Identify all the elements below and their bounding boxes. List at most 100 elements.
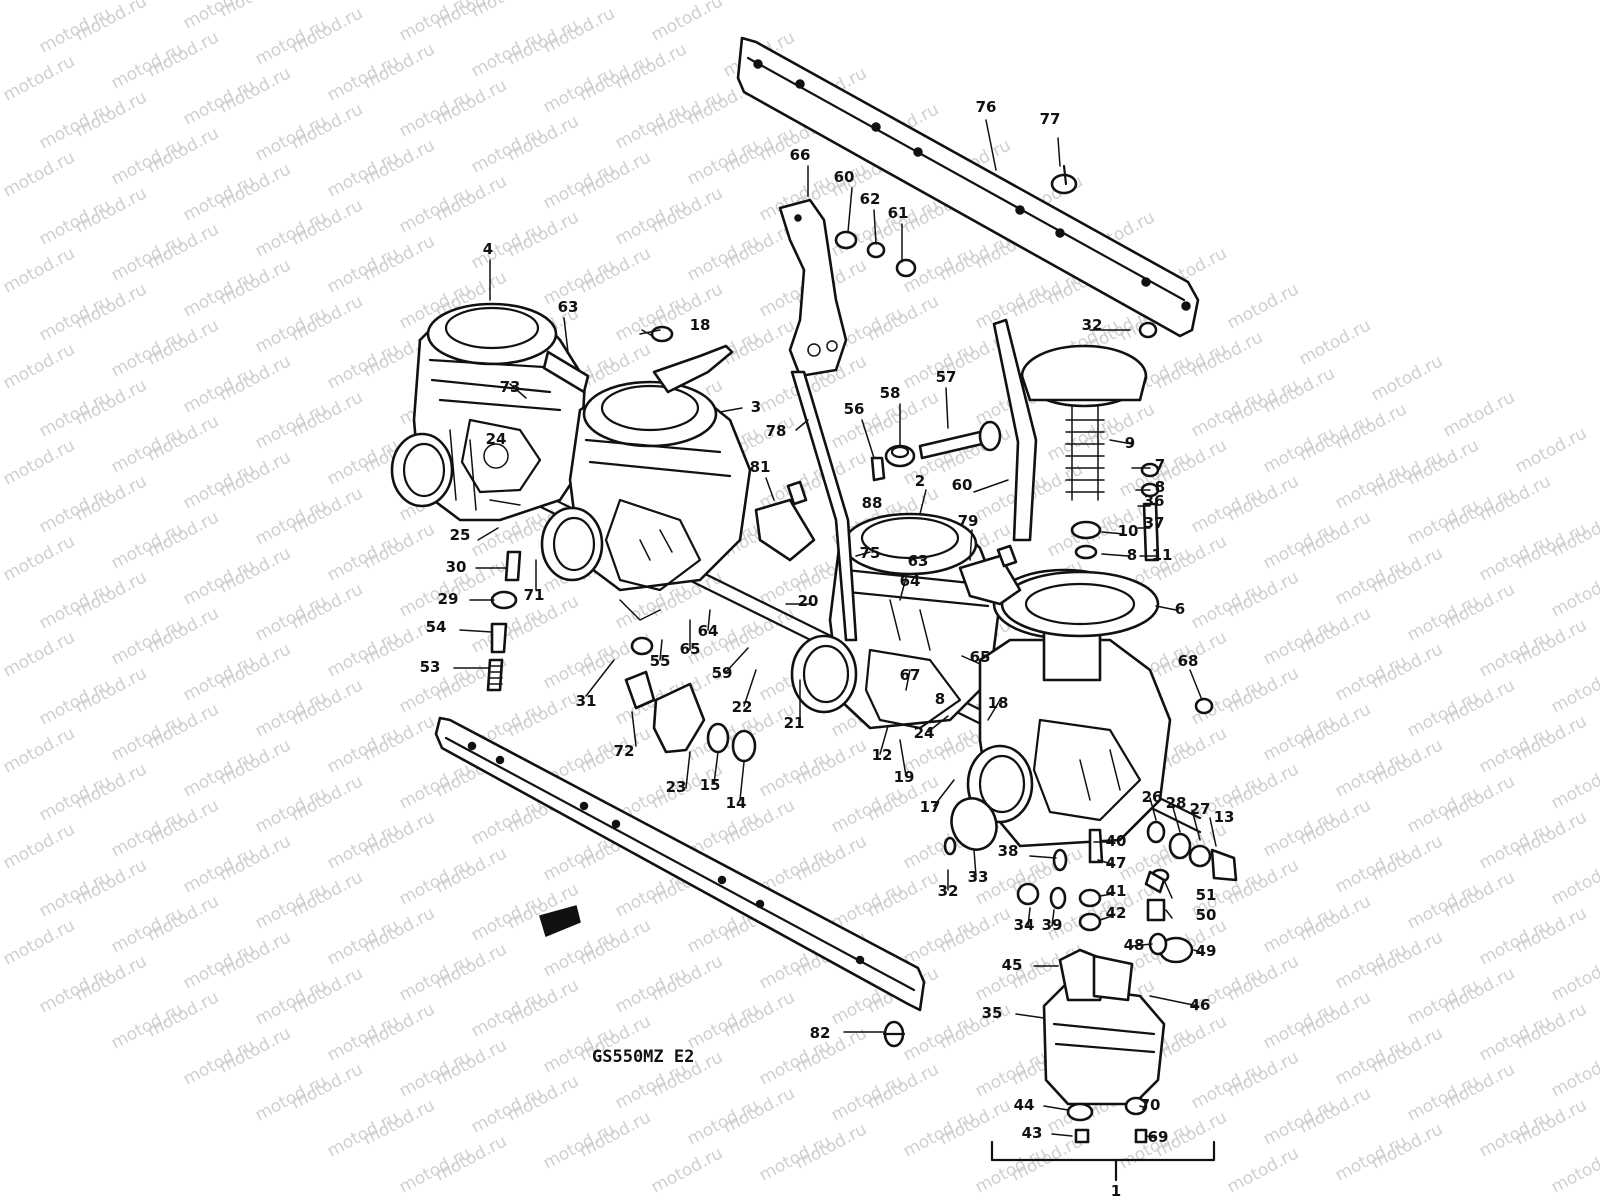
callout-label-24: 24	[914, 724, 935, 742]
callout-label-60: 60	[952, 476, 973, 494]
bolt-82	[882, 1020, 906, 1048]
callout-label-72: 72	[614, 742, 635, 760]
callout-label-57: 57	[936, 368, 957, 386]
callout-label-24: 24	[486, 430, 507, 448]
diaphragm-6	[1000, 570, 1160, 638]
callout-label-42: 42	[1106, 904, 1127, 922]
callout-label-18: 18	[690, 316, 711, 334]
leader-line	[1029, 855, 1057, 859]
callout-label-45: 45	[1002, 956, 1023, 974]
callout-label-71: 71	[524, 586, 545, 604]
leader-line	[919, 489, 927, 515]
left-small-parts	[486, 550, 522, 692]
callout-label-8: 8	[935, 690, 945, 708]
assembly-bracket-1	[990, 1140, 1216, 1182]
callout-label-81: 81	[750, 458, 771, 476]
callout-label-36: 36	[1144, 492, 1165, 510]
callout-label-64: 64	[900, 572, 921, 590]
leader-line	[477, 527, 499, 541]
callout-label-37: 37	[1144, 514, 1165, 532]
callout-label-30: 30	[446, 558, 467, 576]
leader-line	[1149, 797, 1157, 821]
screw-56	[870, 456, 886, 482]
callout-label-46: 46	[1190, 996, 1211, 1014]
callout-label-58: 58	[880, 384, 901, 402]
leader-line	[1163, 879, 1173, 899]
leader-line	[861, 419, 875, 459]
callout-label-60: 60	[834, 168, 855, 186]
carburetor-body-4	[390, 302, 587, 522]
leader-line	[973, 479, 1009, 493]
leader-line	[1209, 817, 1217, 847]
cable-78	[790, 370, 858, 642]
leader-line	[739, 761, 745, 801]
leader-line	[1139, 1105, 1147, 1109]
screw-18-top	[650, 325, 674, 343]
callout-label-8: 8	[1155, 478, 1165, 496]
callout-label-27: 27	[1190, 800, 1211, 818]
leader-line	[1027, 907, 1031, 927]
leader-line	[847, 187, 853, 233]
callout-label-29: 29	[438, 590, 459, 608]
bolt-77	[1050, 164, 1078, 195]
leader-line	[1015, 1013, 1045, 1019]
callout-label-35: 35	[982, 1004, 1003, 1022]
callout-label-1: 1	[1111, 1182, 1121, 1200]
leader-line	[1101, 553, 1129, 557]
leader-line	[459, 629, 493, 633]
leader-line	[873, 209, 877, 245]
leader-line	[1189, 669, 1203, 701]
leader-line	[659, 639, 663, 661]
callout-label-76: 76	[976, 98, 997, 116]
callout-label-63: 63	[558, 298, 579, 316]
leader-line	[1051, 1133, 1073, 1137]
callout-label-11: 11	[1152, 546, 1173, 564]
callout-label-53: 53	[420, 658, 441, 676]
callout-label-88: 88	[862, 494, 883, 512]
parts-7-8-36-37	[1140, 462, 1160, 562]
callout-label-10: 10	[1118, 522, 1139, 540]
leader-line	[1193, 949, 1201, 953]
leader-line	[1099, 915, 1113, 921]
leader-line	[899, 739, 907, 777]
callout-label-39: 39	[1042, 916, 1063, 934]
manufacturer-tag-icon	[539, 905, 581, 938]
leader-line	[933, 779, 955, 807]
callout-label-66: 66	[790, 146, 811, 164]
callout-label-49: 49	[1196, 942, 1217, 960]
cap-58	[884, 444, 916, 468]
leader-line	[743, 669, 757, 707]
callout-label-51: 51	[1196, 886, 1217, 904]
leader-line	[987, 699, 1001, 721]
callout-label-79: 79	[958, 512, 979, 530]
callout-label-3: 3	[751, 398, 761, 416]
leader-line	[639, 329, 661, 335]
leader-line	[1057, 137, 1061, 167]
callout-label-8: 8	[1127, 546, 1137, 564]
leader-line	[1099, 893, 1113, 897]
callout-label-7: 7	[1155, 456, 1165, 474]
leader-line	[707, 609, 711, 631]
leader-lines	[453, 119, 1217, 1139]
leader-line	[795, 419, 809, 431]
cover-plate-33	[943, 797, 998, 856]
callout-label-33: 33	[968, 868, 989, 886]
callout-label-23: 23	[666, 778, 687, 796]
leader-line	[1131, 943, 1153, 947]
leader-line	[1149, 995, 1199, 1007]
leader-line	[1051, 909, 1055, 927]
callout-label-22: 22	[732, 698, 753, 716]
callout-label-55: 55	[650, 652, 671, 670]
bracket-66	[778, 198, 848, 378]
callout-label-4: 4	[483, 240, 493, 258]
leader-line	[1109, 439, 1133, 445]
fitting-79	[958, 544, 1022, 606]
callout-label-31: 31	[576, 692, 597, 710]
leader-line	[719, 407, 743, 413]
leader-line	[765, 477, 775, 501]
callout-label-54: 54	[426, 618, 447, 636]
carburetor-body-2	[790, 512, 1002, 730]
callout-label-63: 63	[908, 552, 929, 570]
fitting-81	[754, 480, 816, 562]
callout-label-68: 68	[1178, 652, 1199, 670]
